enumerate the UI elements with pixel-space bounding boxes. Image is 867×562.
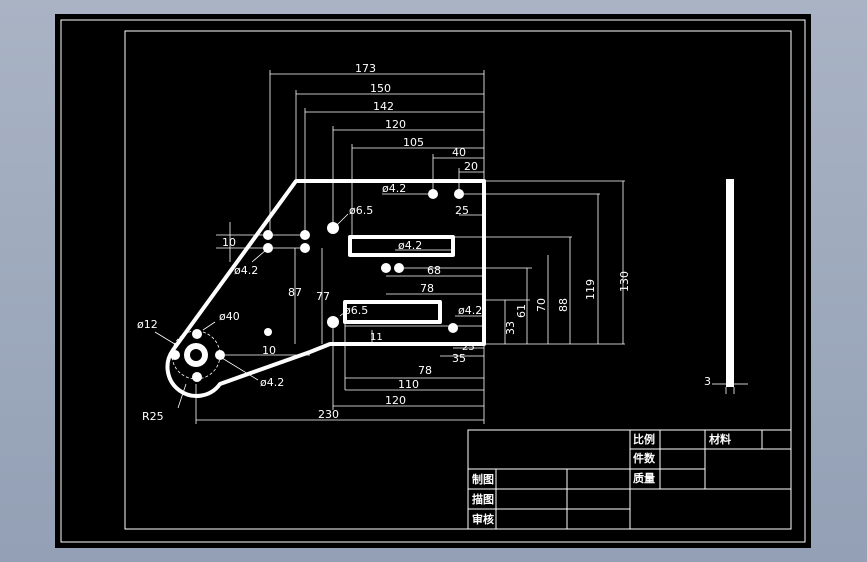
callout-42-left: ø4.2 [234, 264, 258, 277]
dim-87: 87 [288, 286, 302, 299]
bottom-dimension-lines [195, 322, 485, 424]
callout-40: ø40 [219, 310, 240, 323]
dim-3: 3 [704, 375, 711, 388]
dim-120-top: 120 [385, 118, 406, 131]
dim-11: 11 [370, 332, 383, 343]
outer-border [60, 19, 806, 543]
dim-20: 20 [464, 160, 478, 173]
dim-230: 230 [318, 408, 339, 421]
tb-draw-label: 制图 [472, 472, 494, 486]
tb-review-label: 审核 [472, 512, 494, 526]
right-dimension-lines [399, 180, 625, 345]
left-dimension-lines [216, 222, 323, 356]
callout-12: ø12 [137, 318, 158, 331]
dim-25-low: 25 [462, 342, 475, 353]
drawing-sheet [55, 14, 811, 548]
dim-88: 88 [557, 298, 570, 312]
callout-42-bottom: ø4.2 [260, 376, 284, 389]
callout-42-top: ø4.2 [382, 182, 406, 195]
pivot-bore [190, 349, 202, 361]
dim-68: 68 [427, 264, 441, 277]
hole-leader-lines [154, 193, 484, 409]
hole-pivot-top [192, 329, 202, 339]
callout-65-low: ø6.5 [344, 304, 368, 317]
hole-pivot-left [170, 350, 180, 360]
dim-119: 119 [584, 279, 597, 300]
dim-25: 25 [455, 204, 469, 217]
hole-mid-a [381, 263, 391, 273]
dim-77: 77 [316, 290, 330, 303]
hole-pivot-bottom [192, 372, 202, 382]
callout-r25: R25 [142, 410, 164, 423]
title-block [467, 429, 792, 530]
tb-scale-label: 比例 [633, 432, 655, 446]
dim-10-low: 10 [262, 344, 276, 357]
tb-trace-label: 描图 [472, 492, 494, 506]
dim-33: 33 [504, 321, 517, 335]
tb-mass-label: 质量 [633, 471, 655, 485]
top-dimension-lines [269, 70, 485, 237]
dim-173: 173 [355, 62, 376, 75]
tb-count-label: 件数 [633, 451, 656, 465]
dim-130: 130 [618, 271, 631, 292]
dim-78-low: 78 [418, 364, 432, 377]
tb-material-label: 材料 [709, 432, 731, 446]
dim-105: 105 [403, 136, 424, 149]
dim-40: 40 [452, 146, 466, 159]
callout-65-top: ø6.5 [349, 204, 373, 217]
bolt-circle [171, 330, 221, 380]
dim-78-mid: 78 [420, 282, 434, 295]
inner-border [124, 30, 792, 530]
dim-110: 110 [398, 378, 419, 391]
dim-35: 35 [452, 352, 466, 365]
side-view-dims [712, 383, 748, 394]
hole-small-a [264, 328, 272, 336]
dim-10-left: 10 [222, 236, 236, 249]
callout-42-right: ø4.2 [458, 304, 482, 317]
dim-61: 61 [515, 304, 528, 318]
hole-right [448, 323, 458, 333]
upper-slot [348, 235, 455, 257]
dim-70: 70 [535, 298, 548, 312]
dim-120-bottom: 120 [385, 394, 406, 407]
inner-dimension-lines [344, 275, 484, 390]
dim-142: 142 [373, 100, 394, 113]
callout-42-slot: ø4.2 [398, 239, 422, 252]
side-view-plate [726, 179, 734, 387]
dim-150: 150 [370, 82, 391, 95]
